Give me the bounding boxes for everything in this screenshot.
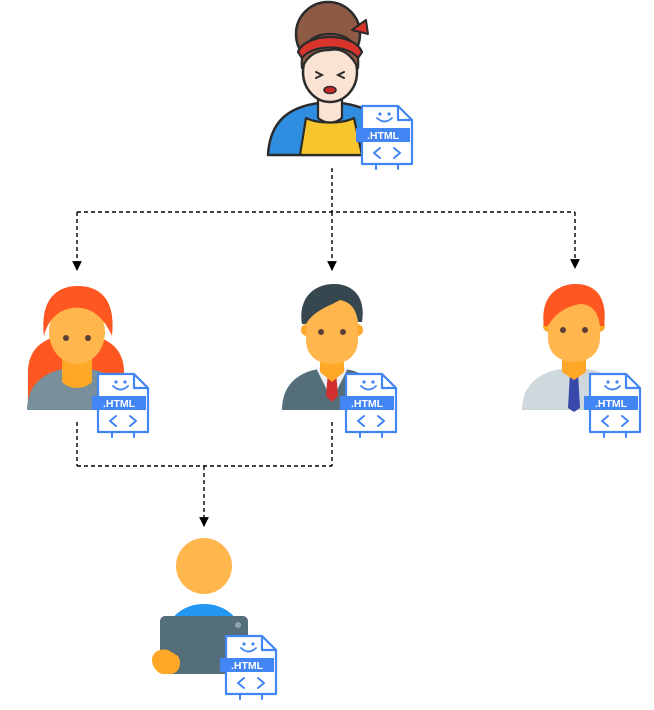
- file-label-left: .HTML: [103, 398, 136, 410]
- file-label-middle: .HTML: [351, 398, 384, 410]
- file-label-bottom: .HTML: [231, 660, 264, 672]
- html-file-icon-bottom: .HTML: [218, 634, 278, 701]
- red-haired-woman-avatar: [27, 286, 127, 410]
- file-label-origin: .HTML: [367, 130, 400, 142]
- connectors: [72, 168, 580, 527]
- woman-bandana-avatar: [266, 0, 396, 157]
- html-file-icon-origin: .HTML: [354, 104, 414, 171]
- html-file-icon-left: .HTML: [90, 372, 150, 439]
- html-file-icon-right: .HTML: [582, 372, 642, 439]
- html-file-icon-middle: .HTML: [338, 372, 398, 439]
- file-label-right: .HTML: [595, 398, 628, 410]
